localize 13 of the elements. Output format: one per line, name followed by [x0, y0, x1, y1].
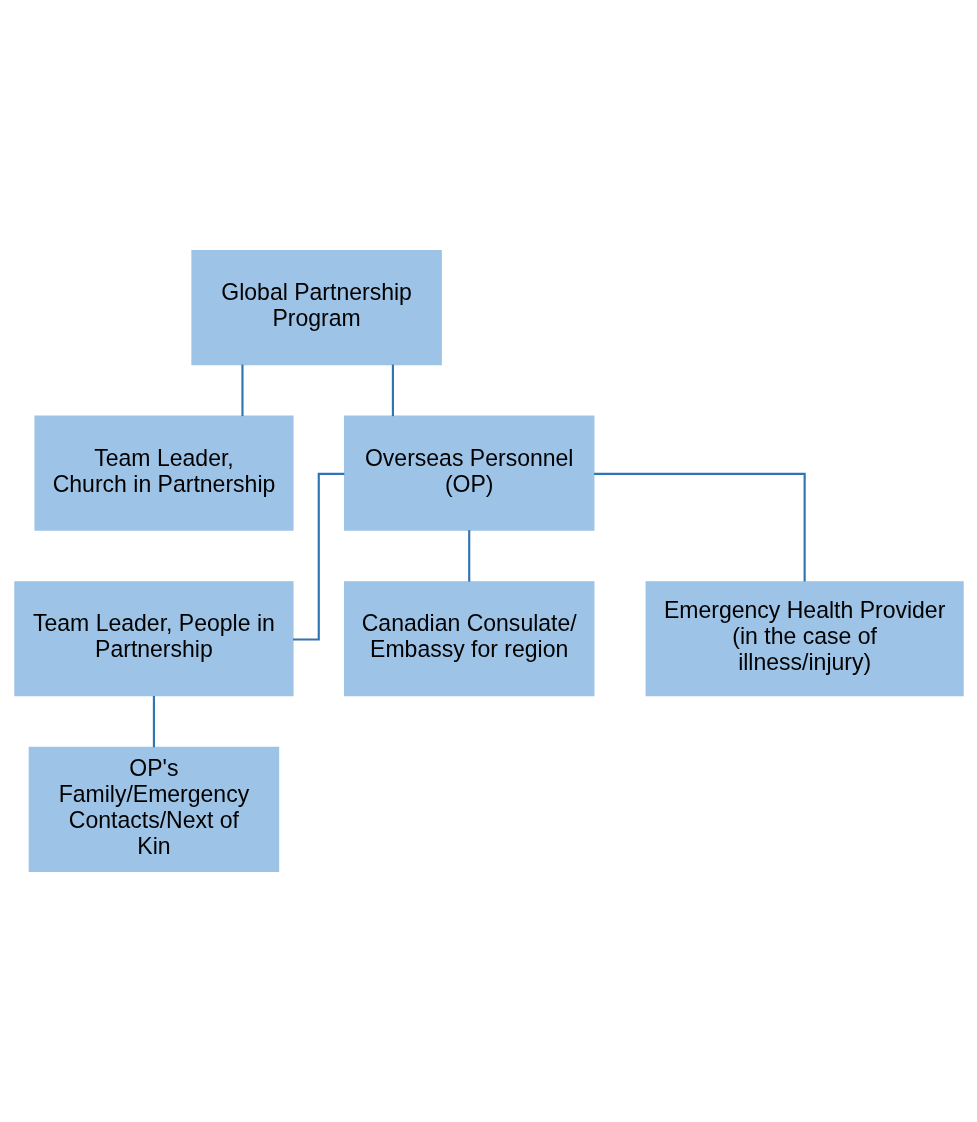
connector [593, 472, 806, 582]
node-box: OP's Family/Emergency Contacts/Next of Kin [28, 746, 279, 872]
connector [240, 364, 244, 417]
connector [391, 364, 394, 417]
connector [152, 696, 155, 748]
node-box: Emergency Health Provider (in the case of illness/injury) [645, 581, 964, 697]
node-box: Global Partnership Program [190, 250, 442, 366]
connector [292, 472, 344, 641]
node-box: Canadian Consulate/ Embassy for region [343, 581, 594, 697]
node-box: Team Leader, People in Partnership [13, 581, 294, 697]
node-box: Team Leader, Church in Partnership [33, 415, 294, 531]
node-box: Overseas Personnel (OP) [343, 415, 594, 531]
connector [467, 530, 470, 582]
